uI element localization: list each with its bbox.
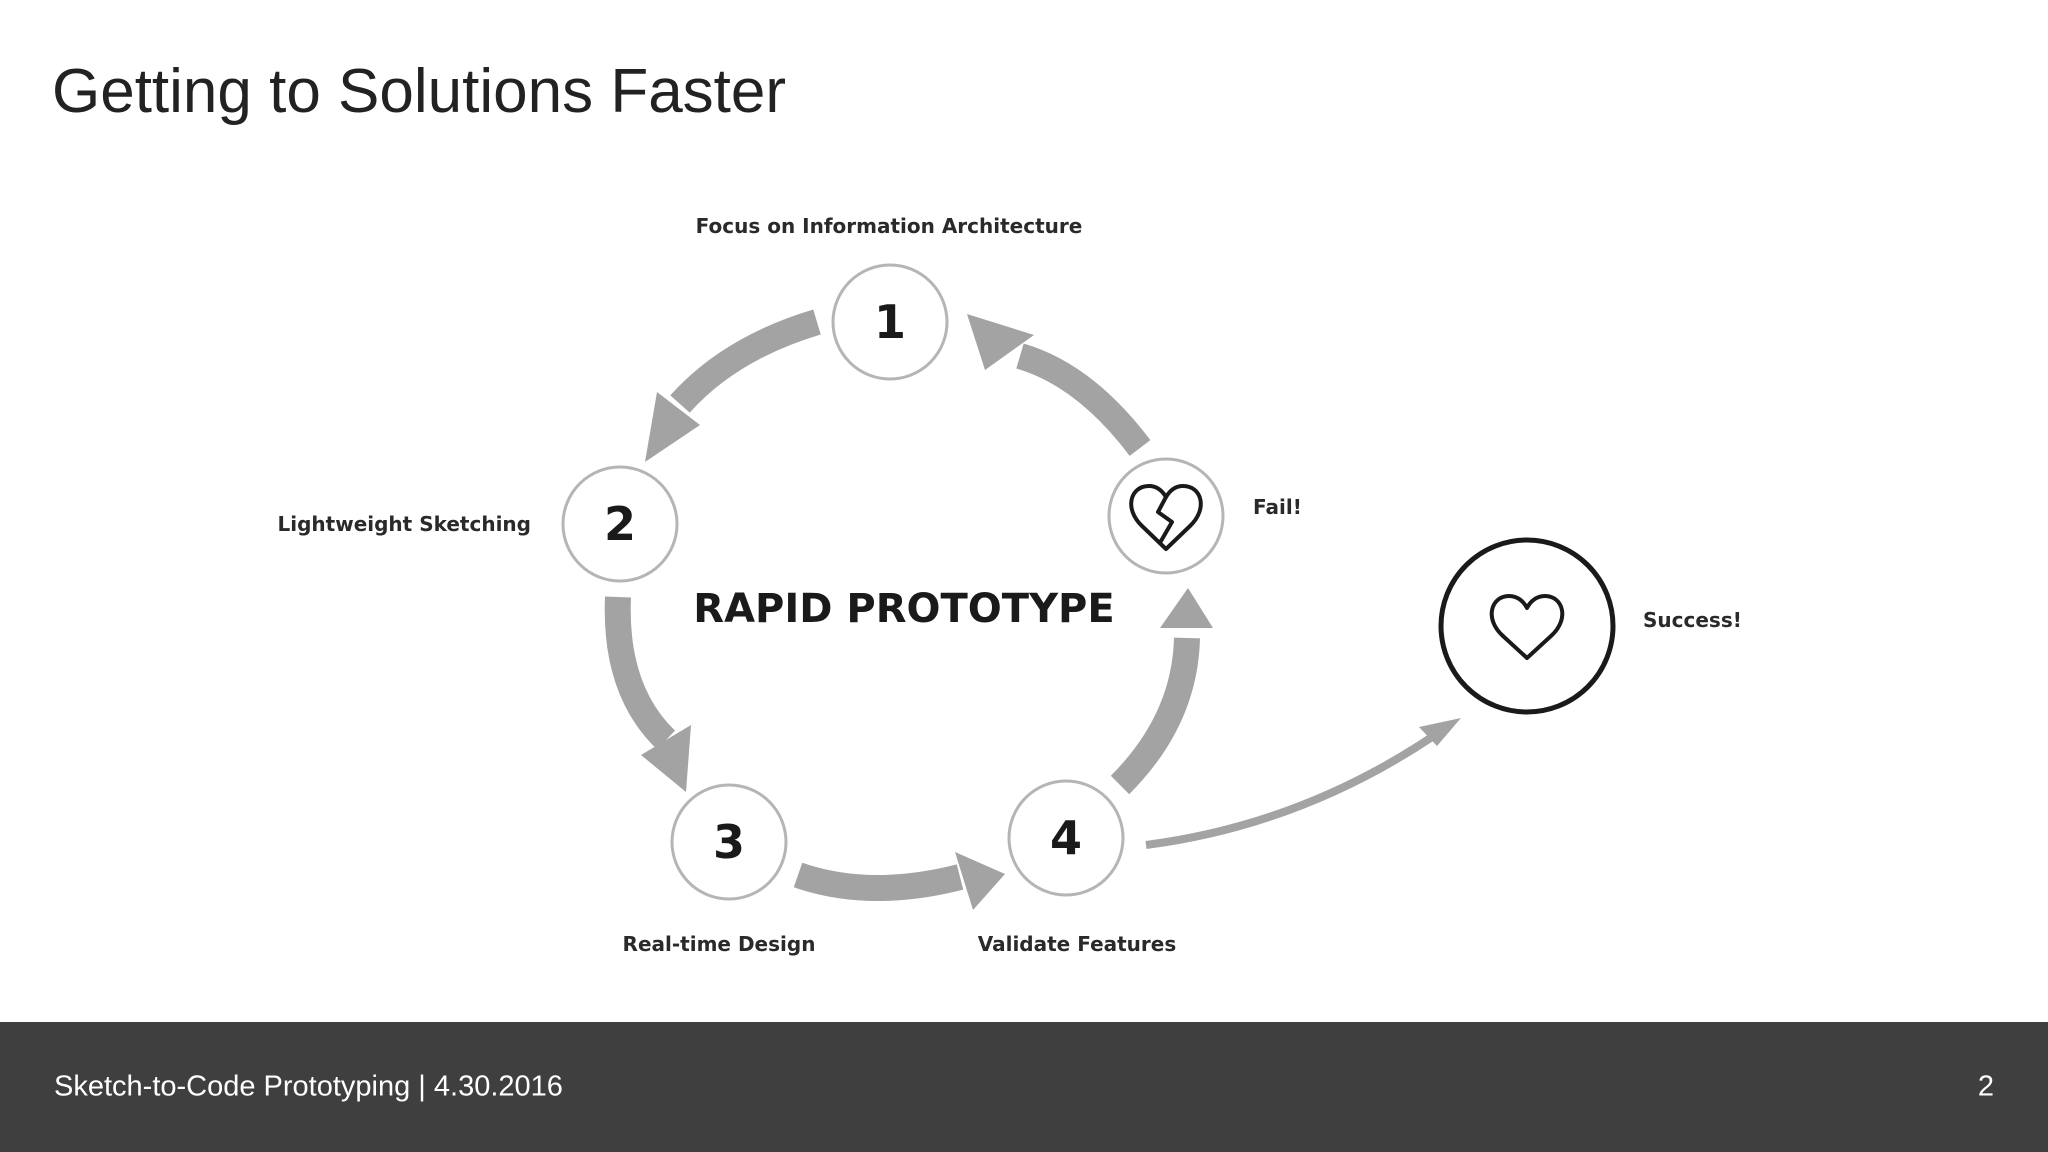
broken-heart-icon — [1129, 484, 1203, 551]
heart-icon — [1489, 594, 1565, 660]
step-4-label: Validate Features — [978, 932, 1177, 956]
step-2-node: 2 — [561, 465, 679, 583]
slide-footer: Sketch-to-Code Prototyping | 4.30.2016 2 — [0, 1022, 2048, 1152]
step-2-number: 2 — [604, 497, 636, 551]
arrow-3-to-4 — [793, 852, 1005, 910]
step-4-number: 4 — [1050, 811, 1082, 865]
step-4-node: 4 — [1007, 779, 1125, 897]
step-3-node: 3 — [670, 783, 788, 901]
fail-node — [1107, 457, 1225, 575]
footer-text: Sketch-to-Code Prototyping | 4.30.2016 — [54, 1070, 563, 1103]
step-1-label: Focus on Information Architecture — [696, 214, 1083, 238]
arrow-2-to-3 — [604, 596, 691, 792]
arrow-fail-to-1 — [967, 314, 1151, 456]
step-1-number: 1 — [874, 295, 906, 349]
arrow-4-to-success — [1145, 718, 1461, 849]
success-node — [1438, 537, 1616, 715]
fail-label: Fail! — [1253, 495, 1302, 519]
success-label: Success! — [1643, 608, 1742, 632]
step-3-number: 3 — [713, 815, 745, 869]
step-3-label: Real-time Design — [623, 932, 816, 956]
page-number: 2 — [1977, 1070, 1994, 1103]
slide-title: Getting to Solutions Faster — [52, 57, 787, 126]
center-label: RAPID PROTOTYPE — [693, 586, 1114, 632]
step-1-node: 1 — [831, 263, 949, 381]
arrow-4-to-fail — [1110, 588, 1213, 795]
step-2-label: Lightweight Sketching — [278, 512, 532, 536]
arrow-1-to-2 — [645, 309, 821, 462]
